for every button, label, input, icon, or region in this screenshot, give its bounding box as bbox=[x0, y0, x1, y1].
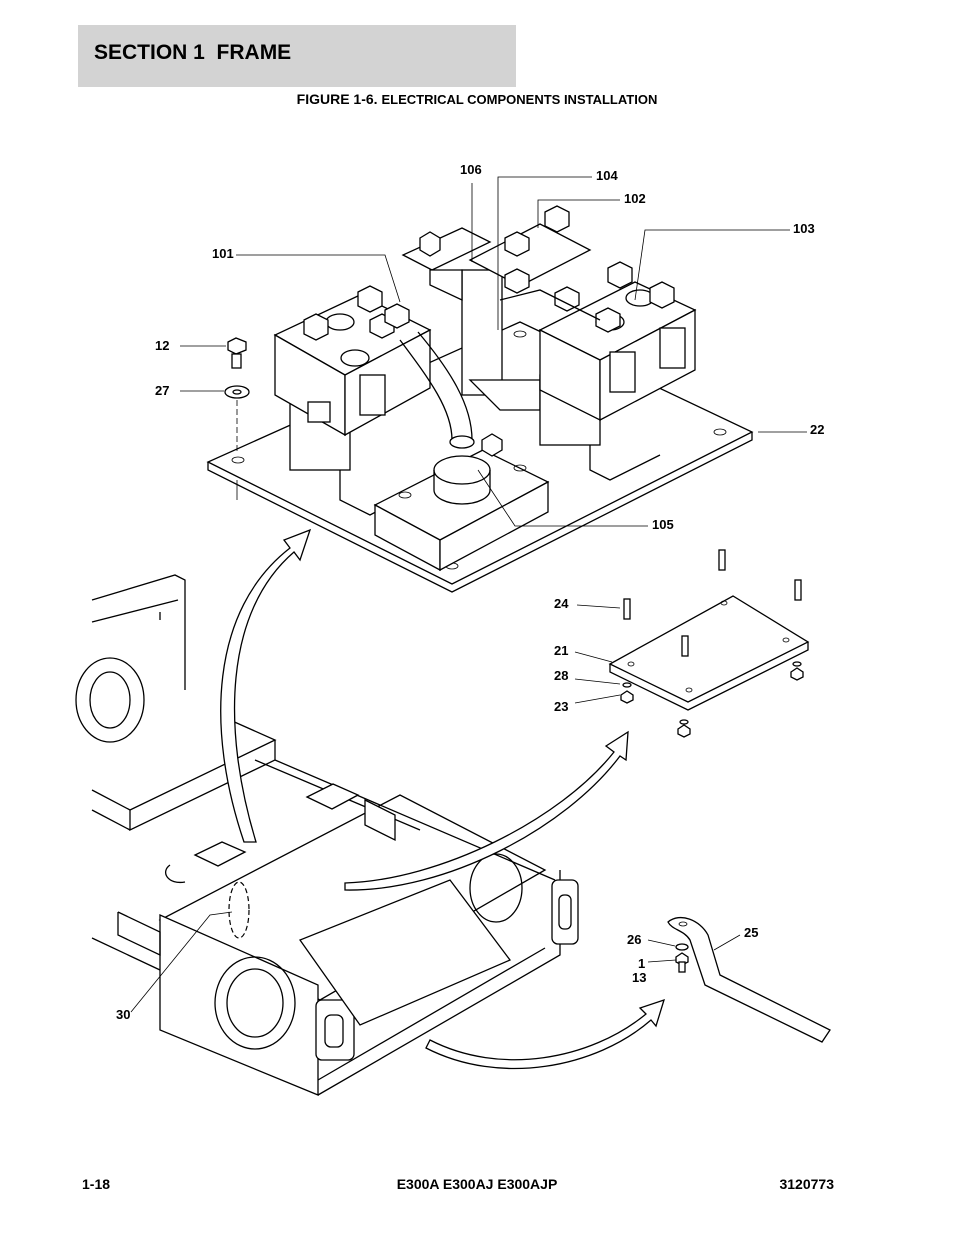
callout-12: 12 bbox=[155, 338, 169, 353]
contactor-left bbox=[273, 285, 441, 516]
exploded-parts-drawing: 106 104 102 103 101 12 27 22 105 24 21 2… bbox=[75, 162, 831, 1096]
callout-104: 104 bbox=[596, 168, 618, 183]
leader-lines bbox=[130, 176, 807, 1013]
document-number: 3120773 bbox=[779, 1176, 834, 1192]
callout-28: 28 bbox=[554, 668, 568, 683]
page-number: 1-18 bbox=[82, 1176, 111, 1192]
callout-24: 24 bbox=[554, 596, 569, 611]
washer-27-hole bbox=[232, 389, 242, 395]
callout-1: 1 bbox=[638, 956, 645, 971]
figure-caption: FIGURE 1-6. ELECTRICAL COMPONENTS INSTAL… bbox=[0, 91, 954, 107]
callout-13: 13 bbox=[632, 970, 646, 985]
callout-21: 21 bbox=[554, 643, 568, 658]
strap-bracket-25 bbox=[667, 917, 831, 1043]
callout-labels: 106 104 102 103 101 12 27 22 105 24 21 2… bbox=[116, 162, 824, 1022]
section-number: SECTION 1 bbox=[94, 41, 205, 64]
section-header-band bbox=[78, 25, 516, 87]
callout-101: 101 bbox=[212, 246, 234, 261]
callout-102: 102 bbox=[624, 191, 646, 206]
model-numbers: E300A E300AJ E300AJP bbox=[396, 1176, 558, 1192]
contactor-right bbox=[538, 261, 697, 481]
figure-number: FIGURE 1-6. bbox=[296, 91, 378, 107]
callout-105: 105 bbox=[652, 517, 674, 532]
section-title: SECTION 1 FRAME bbox=[94, 41, 291, 65]
capscrew-12 bbox=[227, 337, 247, 369]
section-name: FRAME bbox=[216, 41, 292, 64]
callout-25: 25 bbox=[744, 925, 758, 940]
bolts-24 bbox=[623, 549, 802, 657]
callout-23: 23 bbox=[554, 699, 568, 714]
center-bracket bbox=[401, 227, 541, 411]
callout-26: 26 bbox=[627, 932, 641, 947]
callout-106: 106 bbox=[460, 162, 482, 177]
nuts-23 bbox=[620, 661, 804, 738]
callout-30: 30 bbox=[116, 1007, 130, 1022]
contactor-rear bbox=[468, 205, 601, 321]
figure-title: ELECTRICAL COMPONENTS INSTALLATION bbox=[381, 92, 658, 107]
machine-frame bbox=[75, 574, 579, 1096]
callout-103: 103 bbox=[793, 221, 815, 236]
assembly-arrows bbox=[220, 528, 665, 1070]
callout-22: 22 bbox=[810, 422, 824, 437]
cover-plate bbox=[608, 595, 810, 711]
fuse-block bbox=[373, 331, 550, 572]
callout-27: 27 bbox=[155, 383, 169, 398]
